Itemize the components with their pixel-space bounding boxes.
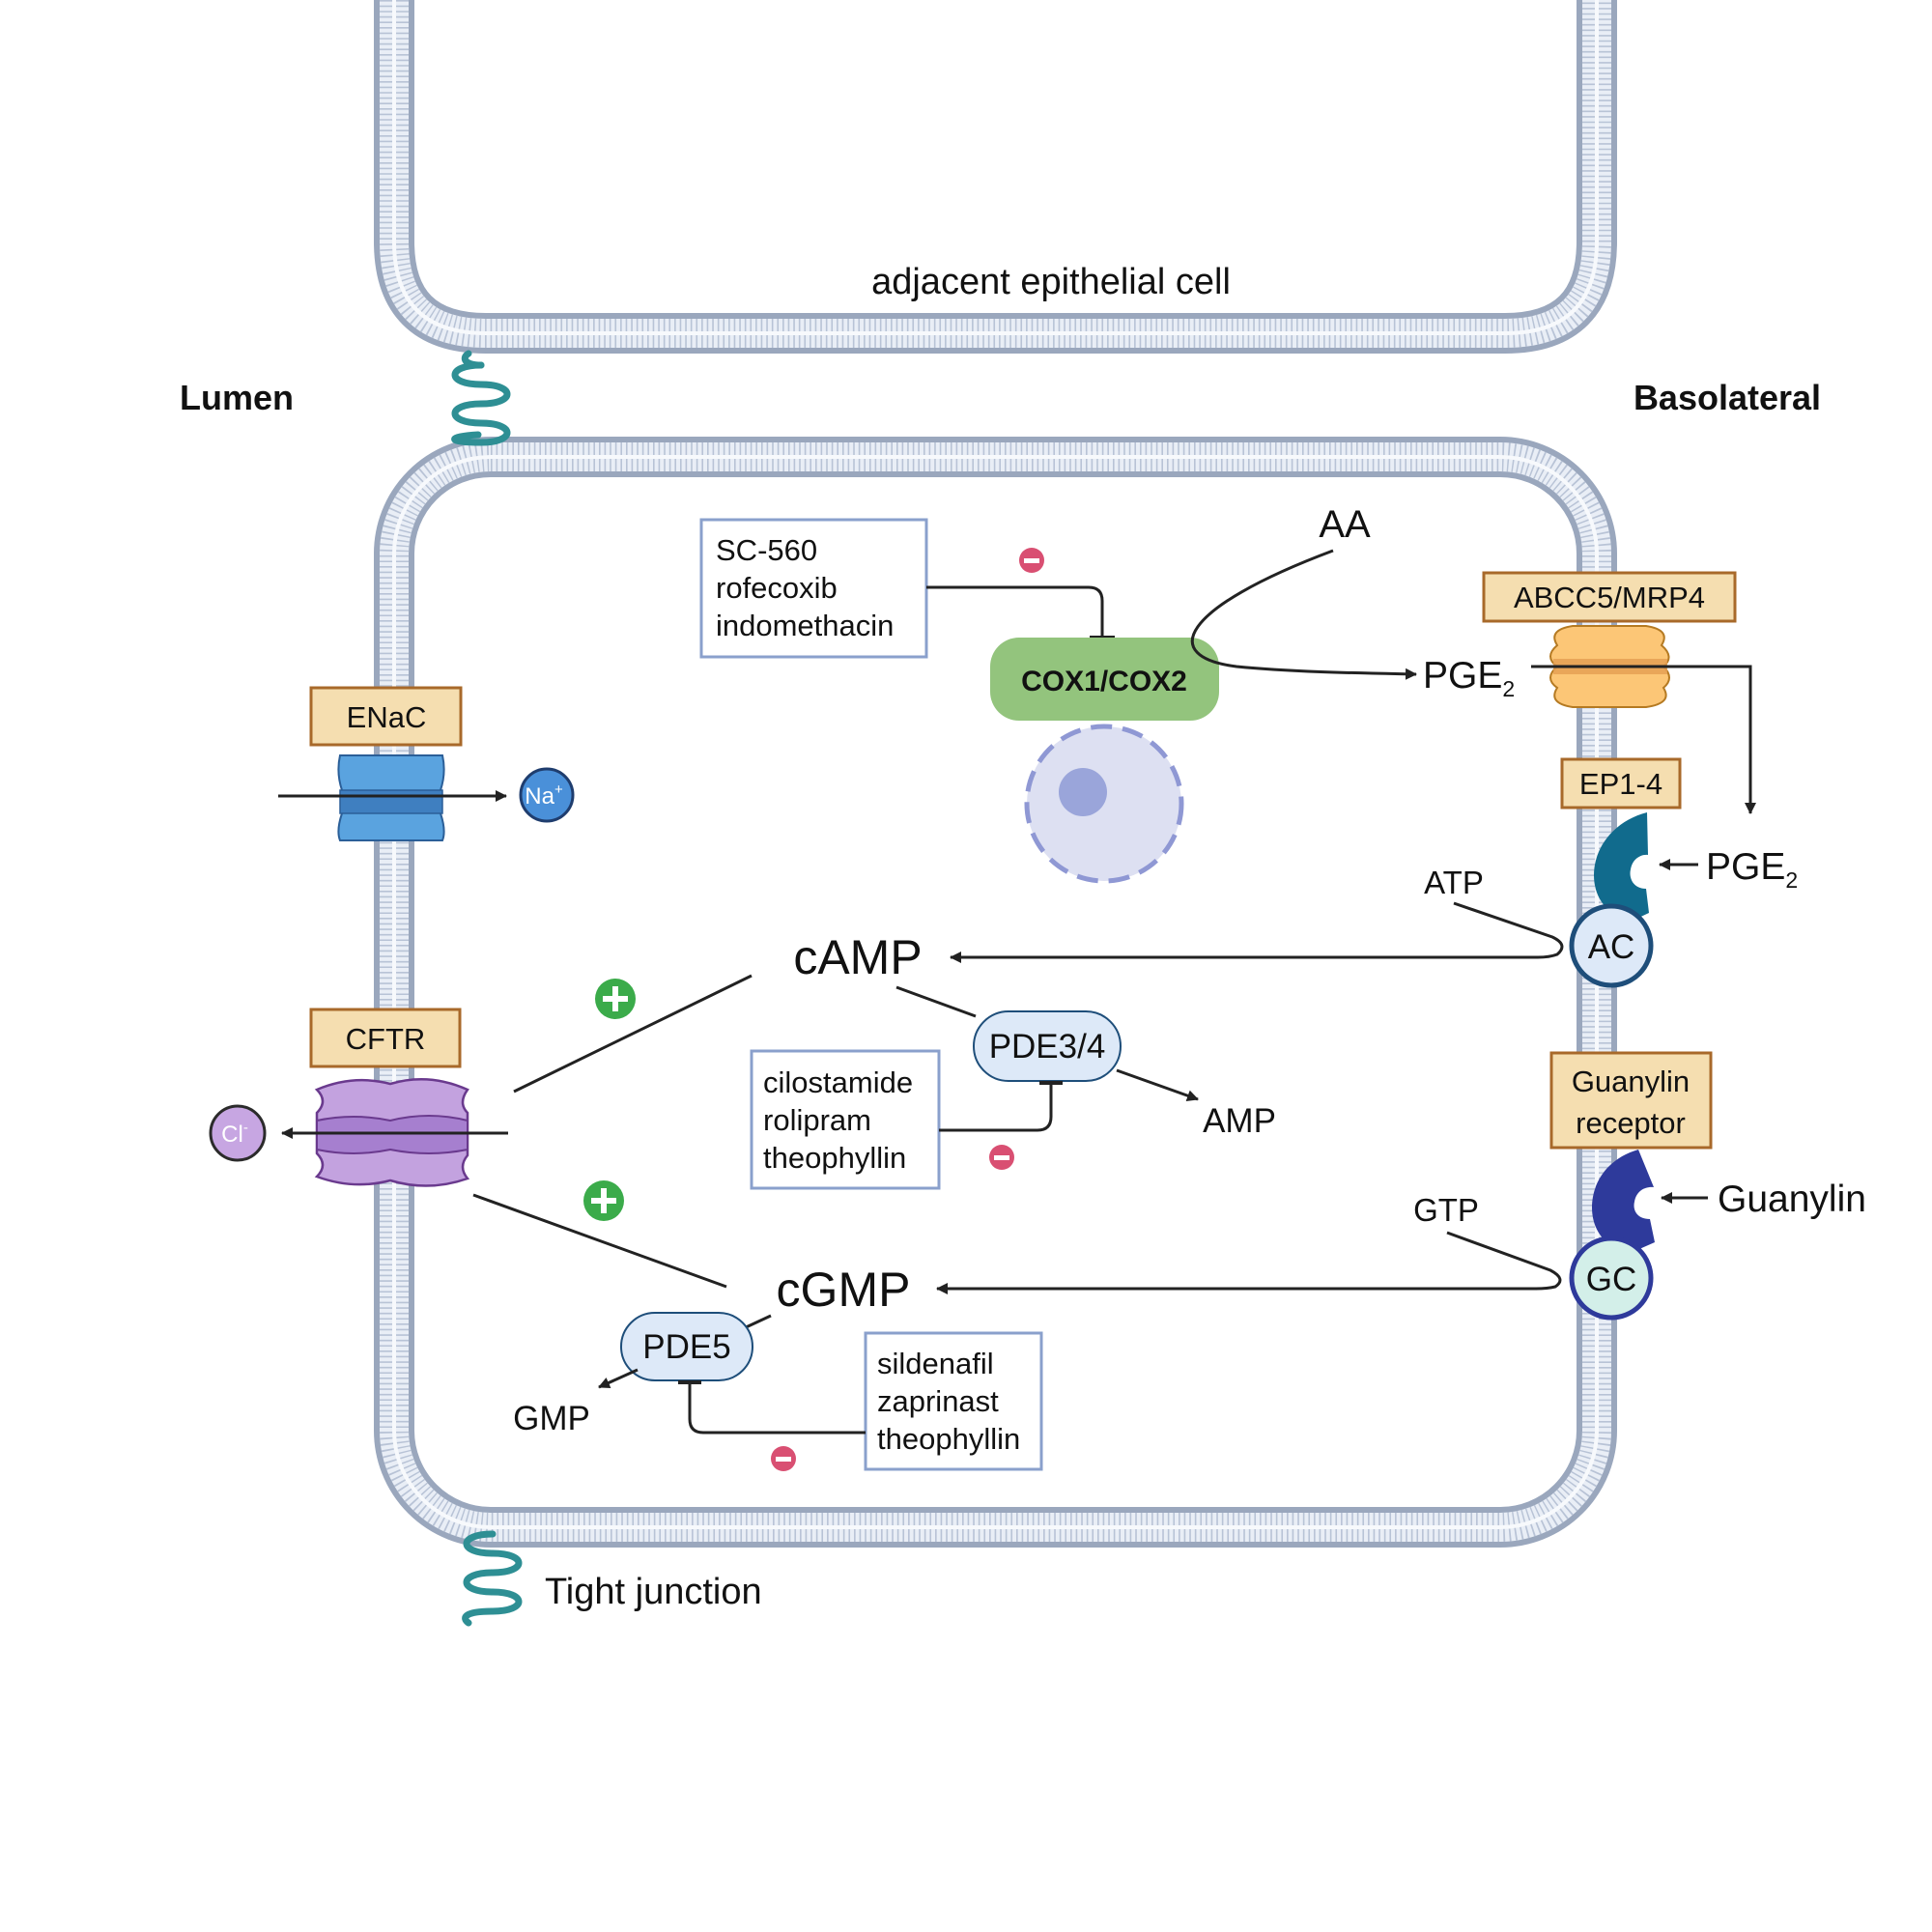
- gc-enzyme: GC: [1569, 1236, 1654, 1321]
- ep-label: EP1-4: [1579, 767, 1662, 801]
- atp-to-camp-arrow: [950, 901, 1564, 963]
- chloride-ion-charge: -: [243, 1120, 248, 1136]
- tight-junction-label: Tight junction: [545, 1572, 762, 1612]
- adjacent-cell-label: adjacent epithelial cell: [871, 262, 1231, 302]
- lumen-label: Lumen: [180, 378, 294, 417]
- cftr-label: CFTR: [346, 1022, 426, 1056]
- pde34-enzyme: PDE3/4: [973, 1010, 1122, 1082]
- atp-label: ATP: [1424, 865, 1484, 900]
- pde34-label: PDE3/4: [989, 1028, 1106, 1065]
- ep-receptor-icon: [1594, 812, 1649, 921]
- camp-label: cAMP: [793, 930, 922, 984]
- pde34-inhibitor-1: cilostamide: [763, 1065, 913, 1099]
- svg-text:Na+: Na+: [525, 781, 563, 810]
- ac-enzyme: AC: [1569, 903, 1654, 988]
- pde34-to-amp-arrow: [1116, 1068, 1199, 1101]
- gmp-label: GMP: [513, 1400, 590, 1437]
- abcc5-transporter-icon: [1549, 625, 1670, 708]
- cox-inhibition-line: [926, 585, 1104, 638]
- pde34-inhibition-line: [939, 1083, 1053, 1132]
- ep-label-box: EP1-4: [1560, 757, 1682, 810]
- svg-text:sildenafil zaprinast: sildenafil zaprinast theophyllin: [877, 1347, 1020, 1456]
- abcc5-label: ABCC5/MRP4: [1514, 581, 1705, 614]
- amp-label: AMP: [1203, 1102, 1276, 1140]
- cox-enzyme: COX1/COX2: [990, 638, 1219, 721]
- guanylin-receptor-label-box: Guanylin receptor: [1549, 1051, 1713, 1150]
- pde34-inhibitor-box: cilostamide rolipram theophyllin: [750, 1049, 941, 1190]
- pde5-enzyme: PDE5: [620, 1312, 753, 1381]
- pge2-intracellular-label: PGE2: [1423, 655, 1515, 701]
- aa-label: AA: [1319, 503, 1371, 546]
- pde5-inhibitor-1: sildenafil: [877, 1347, 994, 1380]
- cgmp-to-cftr-line: [472, 1193, 727, 1289]
- basolateral-label: Basolateral: [1634, 378, 1821, 417]
- aa-to-pge2-arrow: [1190, 549, 1417, 680]
- cell-membrane: [374, 437, 1617, 1548]
- cgmp-to-pde5-line: [743, 1314, 772, 1330]
- chloride-ion-icon: Cl-: [209, 1104, 267, 1162]
- cox-inhibitor-3: indomethacin: [716, 609, 894, 642]
- svg-text:SC-560 rofecoxib i: SC-560 rofecoxib indomethacin: [716, 533, 894, 642]
- pde5-inhibitor-box: sildenafil zaprinast theophyllin: [864, 1331, 1043, 1471]
- gc-label: GC: [1586, 1261, 1637, 1298]
- minus-icon-cox: [1019, 548, 1044, 573]
- pde5-inhibition-line: [688, 1382, 866, 1435]
- cgmp-label: cGMP: [777, 1263, 911, 1317]
- guanylin-receptor-label-line2: receptor: [1576, 1106, 1686, 1140]
- minus-icon-pde5: [771, 1446, 796, 1471]
- pge2-export-arrow: [1531, 665, 1756, 814]
- sodium-ion-label: Na: [525, 783, 554, 810]
- pde5-inhibitor-2: zaprinast: [877, 1384, 999, 1418]
- tight-junction-icon-bottom: [462, 1530, 523, 1627]
- camp-to-pde34-line: [895, 985, 977, 1018]
- guanylin-receptor-label-line1: Guanylin: [1572, 1065, 1690, 1098]
- svg-text:cilostamide rolipram: cilostamide rolipram theophyllin: [763, 1065, 922, 1175]
- pde5-to-gmp-arrow: [598, 1368, 639, 1389]
- camp-to-cftr-line: [513, 974, 753, 1094]
- sodium-ion-charge: +: [554, 781, 563, 798]
- plus-icon-camp: [595, 979, 636, 1019]
- adjacent-cell-membrane: [374, 0, 1617, 354]
- enac-channel-icon: [337, 754, 445, 841]
- guanylin-receptor-icon: [1592, 1150, 1655, 1253]
- sodium-ion-icon: Na+: [519, 767, 575, 823]
- gtp-to-cgmp-arrow: [936, 1231, 1562, 1294]
- cox-inhibitor-2: rofecoxib: [716, 571, 838, 605]
- tight-junction-icon-top: [451, 350, 511, 446]
- nucleus-icon: [1024, 724, 1184, 884]
- abcc5-label-box: ABCC5/MRP4: [1482, 571, 1737, 623]
- gtp-label: GTP: [1413, 1192, 1479, 1228]
- cox-inhibitor-box: SC-560 rofecoxib indomethacin: [699, 518, 928, 659]
- cftr-label-box: CFTR: [309, 1008, 462, 1068]
- pde5-inhibitor-3: theophyllin: [877, 1422, 1020, 1456]
- chloride-ion-label: Cl: [221, 1122, 243, 1148]
- guanylin-label: Guanylin: [1718, 1179, 1866, 1220]
- enac-label-box: ENaC: [309, 686, 463, 747]
- cox-inhibitor-1: SC-560: [716, 533, 817, 567]
- pge2-extracellular-label: PGE2: [1706, 846, 1798, 893]
- ac-label: AC: [1588, 928, 1635, 966]
- minus-icon-pde34: [989, 1145, 1014, 1170]
- enac-label: ENaC: [347, 700, 427, 734]
- pde34-inhibitor-2: rolipram: [763, 1103, 871, 1137]
- cox-label: COX1/COX2: [1021, 666, 1187, 697]
- pde34-inhibitor-3: theophyllin: [763, 1141, 906, 1175]
- plus-icon-cgmp: [583, 1180, 624, 1221]
- pde5-label: PDE5: [642, 1328, 730, 1366]
- svg-text:Cl-: Cl-: [221, 1120, 248, 1148]
